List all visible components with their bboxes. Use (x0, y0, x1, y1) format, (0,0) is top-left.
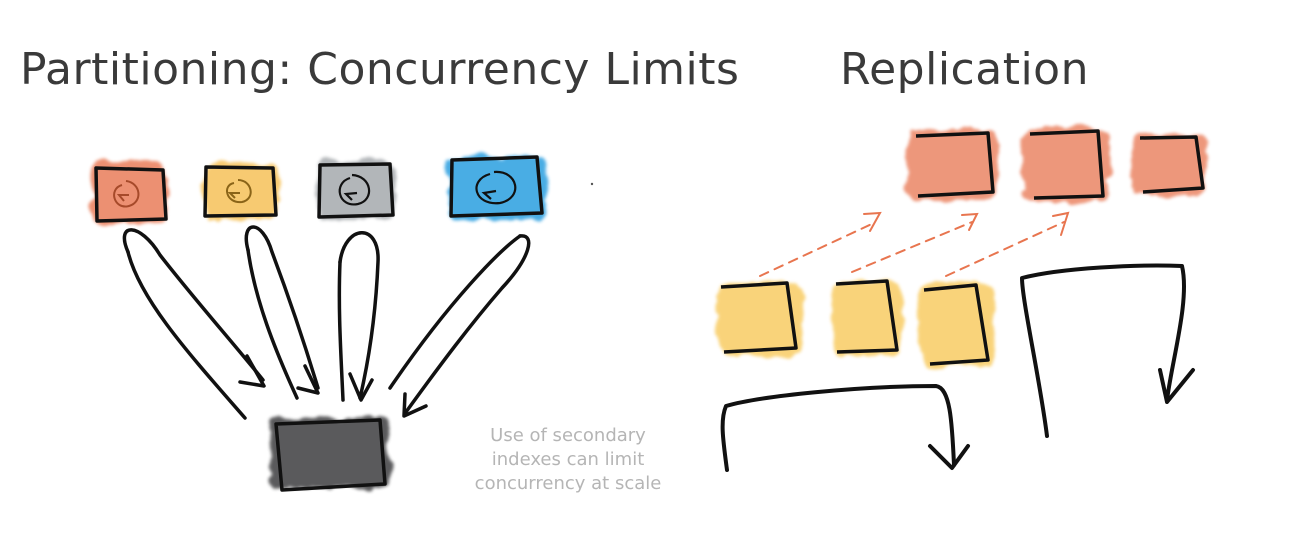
source-box-2 (832, 279, 902, 356)
partition-box-3 (316, 160, 396, 220)
bracket-arrow-left (720, 384, 970, 472)
cycle-icon (113, 180, 140, 208)
cycle-icon (338, 173, 370, 206)
replication-link-2-head (961, 212, 979, 231)
partition-box-2 (203, 164, 279, 220)
partitioning-title: Partitioning: Concurrency Limits (20, 44, 740, 95)
index-table-fill (270, 418, 390, 488)
source-2-fill (832, 280, 902, 356)
replication-link-2 (851, 221, 973, 273)
partition-2-fill (203, 164, 279, 220)
partition-arrows (122, 225, 531, 420)
partition-box-1 (92, 162, 168, 224)
note-line-1: Use of secondary (490, 425, 646, 446)
replica-box-2 (1022, 128, 1110, 202)
partition-4-fill (448, 156, 546, 220)
arrow-partition-2 (244, 225, 320, 400)
replica-2-fill (1022, 128, 1110, 202)
note-line-2: indexes can limit (491, 449, 645, 470)
arrow-partition-3 (337, 231, 380, 402)
arrow-partition-4 (388, 234, 531, 418)
arrow-partition-1 (122, 228, 266, 420)
note-line-3: concurrency at scale (474, 473, 662, 494)
replication-links (759, 211, 1070, 277)
replication-link-1 (759, 221, 877, 277)
source-box-3 (920, 282, 994, 366)
replication-link-3 (945, 221, 1065, 277)
partition-1-fill (92, 162, 166, 224)
bracket-arrow-right (1020, 263, 1195, 438)
secondary-index-note: Use of secondary indexes can limit concu… (462, 424, 674, 496)
stray-dot (590, 182, 594, 186)
source-box-1 (716, 281, 802, 356)
source-1-fill (716, 282, 802, 356)
replica-box-1 (906, 130, 998, 200)
partition-3-fill (316, 160, 396, 220)
replica-3-fill (1132, 134, 1206, 196)
replication-link-1-head (863, 211, 882, 232)
replication-title: Replication (840, 44, 1089, 95)
replication-link-3-head (1052, 211, 1070, 236)
source-3-fill (920, 282, 994, 366)
replica-1-fill (906, 130, 998, 200)
partition-box-4 (448, 155, 546, 220)
cycle-icon (226, 179, 252, 204)
replica-box-3 (1132, 134, 1206, 196)
index-table-box (270, 418, 390, 492)
replication-brackets (720, 263, 1195, 472)
cycle-icon (475, 170, 517, 205)
